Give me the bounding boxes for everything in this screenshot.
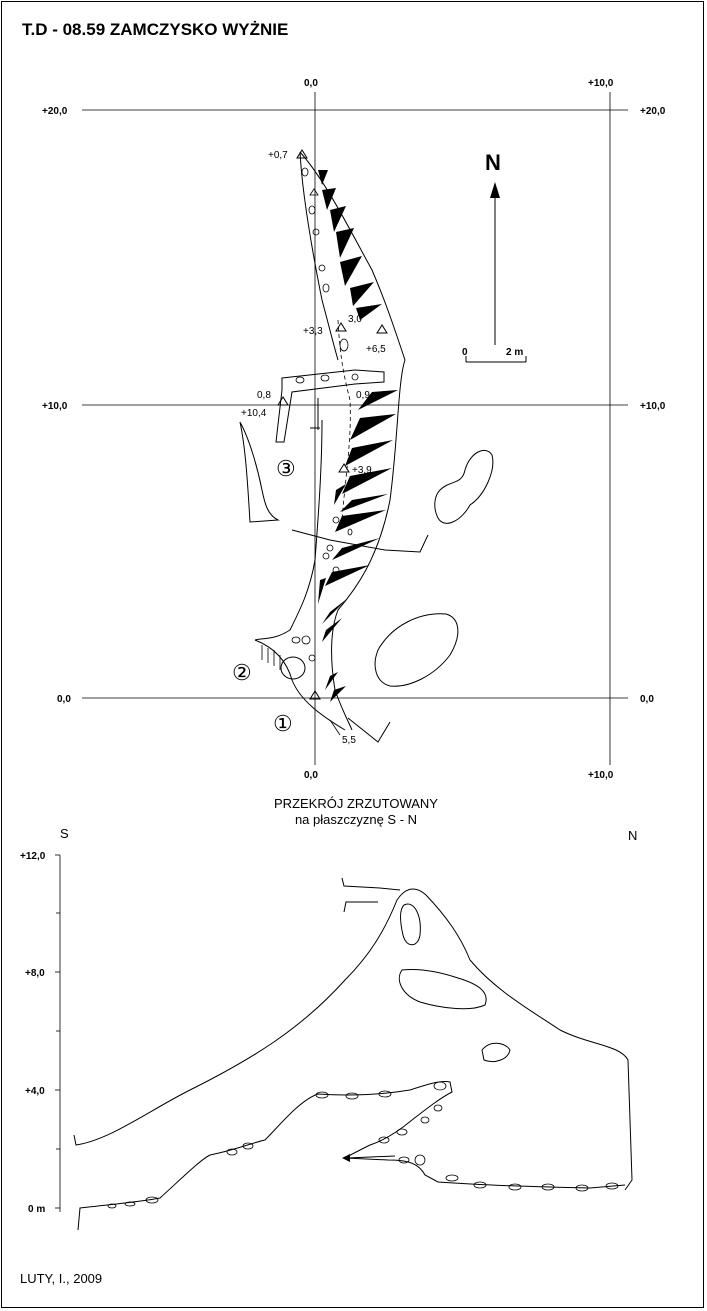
map-title: T.D - 08.59 ZAMCZYSKO WYŻNIE xyxy=(22,20,288,39)
author-credit: LUTY, I., 2009 xyxy=(20,1271,102,1286)
svg-text:+10,4: +10,4 xyxy=(241,408,267,419)
survey-station-icons xyxy=(277,149,388,700)
svg-text:2 m: 2 m xyxy=(506,347,523,358)
svg-text:5,5: 5,5 xyxy=(342,735,356,746)
svg-text:N: N xyxy=(485,150,501,175)
svg-text:0 m: 0 m xyxy=(28,1204,45,1215)
entrance-3-label: ③ xyxy=(276,456,296,481)
svg-text:3,0: 3,0 xyxy=(348,314,362,325)
svg-text:0,9: 0,9 xyxy=(356,390,370,401)
section-profile xyxy=(73,877,633,1231)
grid-label-bottom-x10: +10,0 xyxy=(588,770,614,781)
section-axis: +12,0 +8,0 +4,0 0 m xyxy=(20,851,61,1215)
grid-label-top-x0: 0,0 xyxy=(304,78,318,89)
grid-label-left-y10: +10,0 xyxy=(42,401,68,412)
svg-text:+8,0: +8,0 xyxy=(25,968,45,979)
svg-text:0,8: 0,8 xyxy=(257,390,271,401)
svg-text:+3,3: +3,3 xyxy=(303,326,323,337)
grid-label-right-y0: 0,0 xyxy=(640,694,654,705)
grid-label-top-x10: +10,0 xyxy=(588,78,614,89)
section-subtitle: na płaszczyznę S - N xyxy=(295,812,417,827)
svg-text:0: 0 xyxy=(462,347,468,358)
entrance-2-label: ② xyxy=(232,660,252,685)
entrance-markers: ③ ② ① xyxy=(232,456,296,736)
section-title: PRZEKRÓJ ZRZUTOWANY xyxy=(274,796,438,811)
svg-text:+0,7: +0,7 xyxy=(268,150,288,161)
entrance-1-label: ① xyxy=(273,711,293,736)
section-dir-n: N xyxy=(628,828,637,843)
plan-grid-labels: 0,0 +10,0 +20,0 +20,0 +10,0 +10,0 0,0 0,… xyxy=(42,78,666,781)
grid-label-left-y0: 0,0 xyxy=(57,694,71,705)
svg-text:+4,0: +4,0 xyxy=(25,1086,45,1097)
section-dir-s: S xyxy=(60,826,69,841)
plan-grid xyxy=(82,92,628,765)
grid-label-left-y20: +20,0 xyxy=(42,106,68,117)
grid-label-bottom-x0: 0,0 xyxy=(304,770,318,781)
slope-hachures xyxy=(318,170,398,702)
grid-label-right-y20: +20,0 xyxy=(640,106,666,117)
height-labels: +0,7 +3,3 3,0 +6,5 0,8 +10,4 0,9 +3,9 5,… xyxy=(241,150,386,746)
north-arrow-icon: N xyxy=(485,150,501,345)
svg-text:+3,9: +3,9 xyxy=(352,465,372,476)
grid-label-right-y10: +10,0 xyxy=(640,401,666,412)
scale-bar: 0 2 m xyxy=(462,347,527,363)
svg-text:+6,5: +6,5 xyxy=(366,344,386,355)
svg-text:+12,0: +12,0 xyxy=(20,851,46,862)
boulder-symbols xyxy=(291,167,359,662)
